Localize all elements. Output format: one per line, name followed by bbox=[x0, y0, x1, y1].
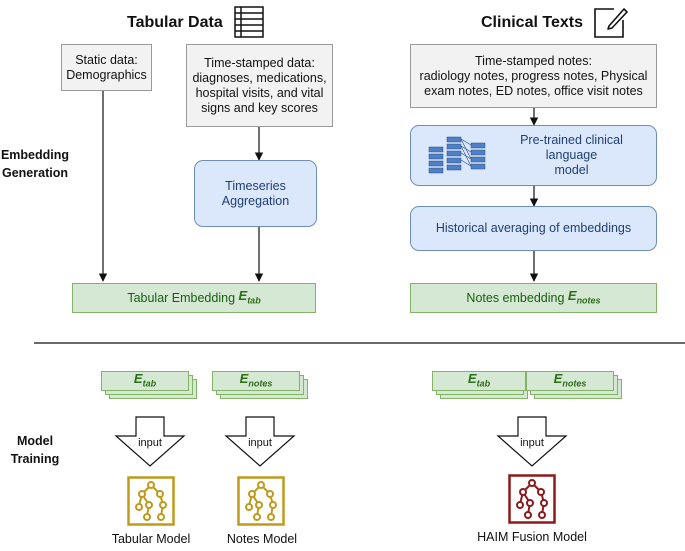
input-label-fusion: input bbox=[520, 437, 544, 449]
embedding-generation-label: Embedding Generation bbox=[0, 148, 70, 180]
notes-model-tree-icon bbox=[237, 476, 285, 526]
haim-model-caption: HAIM Fusion Model bbox=[477, 530, 587, 544]
e-tab-stack-left: Etab bbox=[101, 371, 197, 399]
input-arrow-notes bbox=[224, 416, 296, 467]
clinical-texts-header: Clinical Texts bbox=[481, 14, 583, 31]
neural-network-icon bbox=[428, 136, 486, 173]
tabular-data-header: Tabular Data bbox=[127, 14, 223, 31]
input-label-tabular: input bbox=[138, 437, 162, 449]
tabular-model-caption: Tabular Model bbox=[111, 532, 191, 546]
tabular-model-tree-icon bbox=[127, 476, 175, 526]
notes-model-caption: Notes Model bbox=[226, 532, 298, 546]
notes-embedding-box: Notes embedding Enotes bbox=[410, 283, 657, 313]
model-training-label: Model Training bbox=[10, 434, 60, 466]
table-icon bbox=[234, 6, 264, 38]
input-arrow-tabular bbox=[114, 416, 186, 467]
historical-averaging-box: Historical averaging of embeddings bbox=[410, 206, 657, 251]
e-tab-stack-fusion: Etab bbox=[432, 371, 528, 399]
input-arrow-fusion bbox=[496, 416, 568, 467]
pretrained-language-model-box: Pre-trained clinical language model bbox=[410, 125, 657, 186]
e-notes-stack: Enotes bbox=[212, 371, 308, 399]
e-notes-stack-fusion: Enotes bbox=[526, 371, 622, 399]
edit-icon bbox=[594, 8, 628, 38]
time-stamped-notes-box: Time-stamped notes: radiology notes, pro… bbox=[410, 44, 657, 108]
static-data-box: Static data:Demographics bbox=[61, 44, 152, 91]
time-stamped-data-box: Time-stamped data: diagnoses, medication… bbox=[186, 44, 333, 127]
tabular-embedding-box: Tabular Embedding Etab bbox=[72, 283, 316, 313]
haim-model-tree-icon bbox=[508, 474, 556, 524]
input-label-notes: input bbox=[248, 437, 272, 449]
